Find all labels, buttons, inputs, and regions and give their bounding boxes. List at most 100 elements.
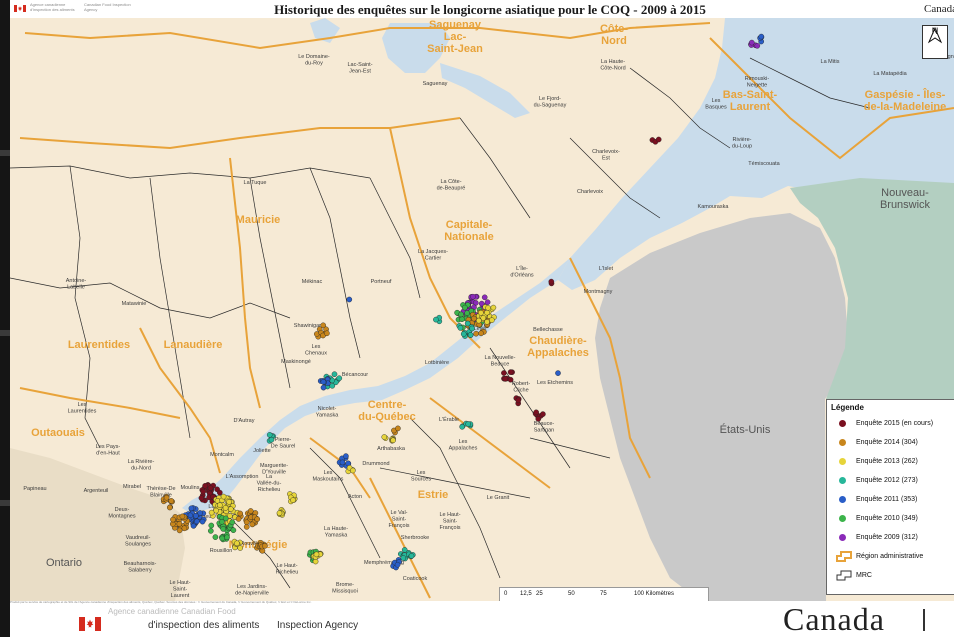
region-label: Bas-Saint-Laurent bbox=[723, 89, 778, 113]
mrc-label: Pierre-De Saurel bbox=[271, 437, 295, 450]
mrc-label: Le Haut-Richelieu bbox=[276, 563, 299, 576]
survey-point bbox=[464, 320, 471, 327]
survey-point bbox=[197, 510, 203, 516]
legend-label: Enquête 2011 (353) bbox=[856, 496, 918, 503]
legend-label: Enquête 2009 (312) bbox=[856, 534, 918, 541]
legend-item: Enquête 2014 (304) bbox=[831, 433, 954, 452]
legend-label: Enquête 2015 (en cours) bbox=[856, 420, 934, 427]
mrc-label: Bellechasse bbox=[533, 327, 563, 333]
mrc-boundary-icon bbox=[836, 570, 852, 581]
mrc-label: Matawinie bbox=[122, 301, 147, 307]
country-label: Nouveau-Brunswick bbox=[880, 187, 931, 211]
survey-point bbox=[329, 382, 336, 389]
legend-label: MRC bbox=[856, 572, 872, 579]
legend-dot-icon bbox=[839, 534, 846, 541]
survey-point bbox=[200, 488, 206, 495]
st-lawrence-river bbox=[182, 258, 570, 513]
mrc-label: L'Île-d'Orléans bbox=[510, 265, 534, 279]
survey-point bbox=[515, 397, 522, 404]
scale-bar-label: 12,5 bbox=[520, 591, 532, 597]
survey-point bbox=[217, 502, 223, 508]
mrc-label: La Matapédia bbox=[873, 71, 907, 77]
survey-point bbox=[507, 369, 514, 375]
survey-point bbox=[219, 535, 225, 542]
scale-bar-label: 75 bbox=[600, 591, 607, 597]
survey-point bbox=[475, 317, 482, 324]
survey-point bbox=[394, 561, 401, 568]
survey-point bbox=[222, 515, 229, 522]
survey-point bbox=[234, 540, 240, 547]
scale-bar-label: 25 bbox=[536, 591, 543, 597]
agency-name-fr: d'inspection des aliments bbox=[148, 620, 260, 631]
survey-point bbox=[268, 436, 275, 443]
mrc-label: La Nouvelle-Beauce bbox=[485, 355, 516, 368]
survey-point bbox=[331, 371, 338, 378]
mrc-label: Le Haut-Saint-François bbox=[439, 512, 460, 531]
region-label: Laurentides bbox=[68, 339, 130, 351]
st-lawrence-estuary bbox=[558, 18, 954, 290]
region-label: Capitale-Nationale bbox=[444, 219, 494, 243]
survey-point bbox=[220, 526, 226, 532]
scale-bar-label: 0 bbox=[504, 591, 508, 597]
legend-item: Enquête 2015 (en cours) bbox=[831, 414, 954, 433]
survey-point bbox=[237, 510, 243, 517]
mrc-label: La Côte-de-Beaupré bbox=[437, 179, 466, 192]
mrc-boundaries bbox=[10, 57, 871, 589]
mrc-label: Charlevoix bbox=[577, 189, 603, 195]
legend-label: Région administrative bbox=[856, 553, 924, 560]
survey-point bbox=[193, 512, 199, 519]
region-label: Chaudière-Appalaches bbox=[527, 335, 589, 359]
survey-point bbox=[467, 332, 474, 338]
mrc-label: La Tuque bbox=[244, 180, 267, 186]
legend-dot-icon bbox=[839, 420, 846, 427]
region-label: Gaspésie - Îles-de-la-Madeleine bbox=[864, 88, 947, 113]
survey-point bbox=[473, 330, 479, 337]
mrc-label: Shawinigan bbox=[294, 323, 322, 329]
map-header: Agence canadienne d'inspection des alime… bbox=[10, 0, 954, 18]
legend-label: Enquête 2013 (262) bbox=[856, 458, 918, 465]
survey-point bbox=[390, 437, 396, 444]
survey-point bbox=[227, 513, 233, 519]
survey-point bbox=[235, 516, 242, 522]
ontario-territory bbox=[10, 448, 185, 601]
mrc-label: Les Etchemins bbox=[537, 380, 573, 386]
mrc-label: Lac-Saint-Jean-Est bbox=[347, 62, 372, 75]
survey-point bbox=[320, 384, 327, 391]
mrc-label: D'Autray bbox=[234, 418, 255, 424]
edge-notch bbox=[0, 330, 10, 336]
survey-point bbox=[465, 421, 472, 427]
mrc-label: Coaticook bbox=[403, 576, 428, 582]
survey-point bbox=[489, 317, 495, 323]
mrc-label: L'Assomption bbox=[226, 474, 259, 480]
survey-point bbox=[754, 42, 761, 49]
survey-point bbox=[320, 322, 327, 329]
mrc-label: Le Val-Saint-François bbox=[388, 510, 409, 529]
survey-point bbox=[230, 527, 237, 534]
mrc-label: Acton bbox=[348, 494, 362, 500]
survey-point bbox=[179, 513, 186, 520]
edge-notch bbox=[0, 150, 10, 156]
mrc-label: Montcalm bbox=[210, 452, 234, 458]
region-label: Outaouais bbox=[31, 427, 85, 439]
mrc-label: Nicolet-Yamaska bbox=[316, 406, 339, 419]
legend-dot-icon bbox=[839, 477, 846, 484]
legend-label: Enquête 2014 (304) bbox=[856, 439, 918, 446]
legend-title: Légende bbox=[831, 403, 864, 412]
survey-point bbox=[478, 330, 484, 337]
survey-point bbox=[478, 309, 484, 316]
agency-name-fr: Agence canadienne d'inspection des alime… bbox=[30, 2, 75, 12]
mrc-label: Le Haut-Saint-Laurent bbox=[169, 580, 190, 599]
mrc-label: L'Islet bbox=[599, 266, 614, 272]
survey-point bbox=[261, 543, 268, 549]
region-label: Lanaudière bbox=[164, 339, 223, 351]
survey-point bbox=[226, 499, 232, 505]
survey-point bbox=[395, 425, 401, 432]
survey-point bbox=[460, 331, 467, 337]
mrc-label: Kamouraska bbox=[698, 204, 730, 210]
legend-item: Enquête 2009 (312) bbox=[831, 528, 954, 547]
survey-point bbox=[408, 553, 415, 559]
